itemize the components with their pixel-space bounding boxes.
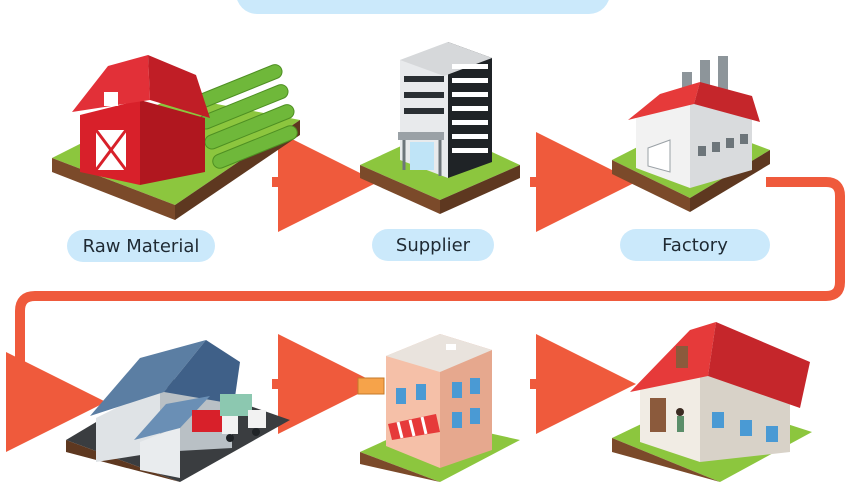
stage-label-factory: Factory [620, 229, 770, 261]
factory-icon [612, 56, 770, 212]
retail-store-icon [357, 334, 520, 482]
office-building-icon [360, 42, 520, 214]
house-icon [612, 322, 812, 482]
arrow-factory-to-warehouse [6, 177, 845, 452]
stage-label-raw-material: Raw Material [67, 230, 215, 262]
title-banner [236, 0, 610, 14]
barn-farm-icon [52, 55, 300, 220]
stage-label-supplier: Supplier [372, 229, 494, 261]
warehouse-icon [66, 340, 290, 482]
flow-arrows [6, 132, 845, 452]
